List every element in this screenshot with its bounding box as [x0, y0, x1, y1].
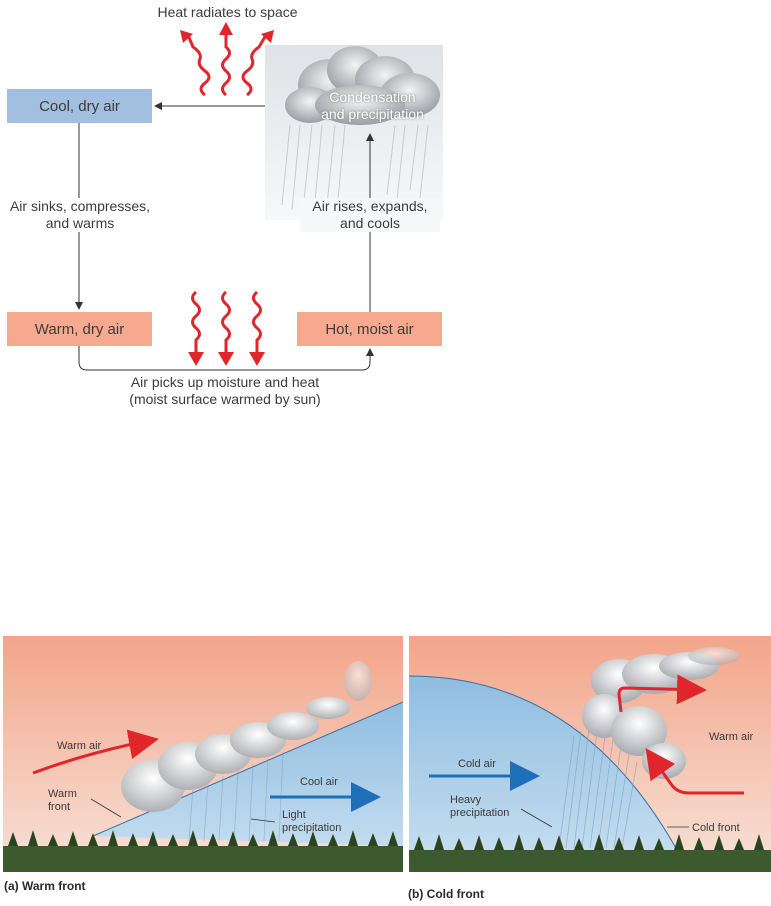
- heat-down-arrows: [191, 290, 262, 352]
- cold-air-label: Cold air: [458, 758, 496, 770]
- warm-air-arrow: [32, 729, 159, 775]
- condensation-label: Condensation and precipitation: [321, 89, 424, 122]
- warm-dry-air-box: [7, 312, 152, 346]
- cool-dry-air-label: Cool, dry air: [39, 97, 120, 115]
- light-precip-leader: [250, 818, 276, 823]
- warm-air-label-a: Warm air: [57, 740, 102, 752]
- warm-front-leader: [90, 798, 122, 818]
- cold-front-caption: (b) Cold front: [408, 887, 484, 901]
- warm-front-clouds: [121, 661, 372, 812]
- hot-moist-air-label: Hot, moist air: [325, 320, 414, 338]
- hot-moist-air-box: [297, 312, 442, 346]
- light-precip-label: Light precipitation: [282, 809, 342, 834]
- cold-front-diagram: [409, 636, 771, 872]
- cold-front-ground: [409, 850, 771, 872]
- warm-air-lower-arrow: [645, 748, 744, 795]
- warm-front-label: Warm front: [48, 788, 77, 813]
- warm-air-upper-arrow: [617, 674, 707, 713]
- warm-front-trees: [8, 830, 398, 846]
- cold-front-trees: [414, 834, 764, 850]
- arrow-bottom-loop: [78, 346, 374, 371]
- cool-air-label: Cool air: [300, 776, 338, 788]
- heavy-precip-leader: [520, 808, 553, 828]
- warm-dry-air-label: Warm, dry air: [34, 320, 125, 338]
- heavy-precip-label: Heavy precipitation: [450, 794, 510, 819]
- heat-up-arrowheads: [180, 22, 274, 43]
- heat-radiates-label: Heat radiates to space: [157, 4, 298, 20]
- cold-front-label: Cold front: [692, 822, 740, 834]
- heavy-precip-streaks: [558, 727, 638, 849]
- cold-air-mass: [409, 676, 677, 850]
- warm-air-label-b: Warm air: [709, 731, 754, 743]
- warm-front-caption: (a) Warm front: [4, 879, 86, 893]
- air-picks-up-label: Air picks up moisture and heat (moist su…: [100, 374, 350, 408]
- cloud-rain-image: [265, 45, 443, 220]
- cool-air-wedge: [93, 702, 403, 846]
- air-sinks-label: Air sinks, compresses, and warms: [0, 198, 160, 232]
- cool-dry-air-box: [7, 89, 152, 123]
- warm-front-ground: [3, 846, 403, 872]
- heat-up-arrows: [186, 32, 268, 97]
- heat-down-arrowheads: [188, 352, 265, 366]
- air-rises-label: Air rises, expands, and cools: [300, 198, 440, 232]
- cold-front-boundary: [409, 675, 678, 851]
- warm-front-boundary: [92, 701, 403, 837]
- warm-front-diagram: [3, 636, 403, 872]
- convection-cycle-diagram: [7, 22, 443, 371]
